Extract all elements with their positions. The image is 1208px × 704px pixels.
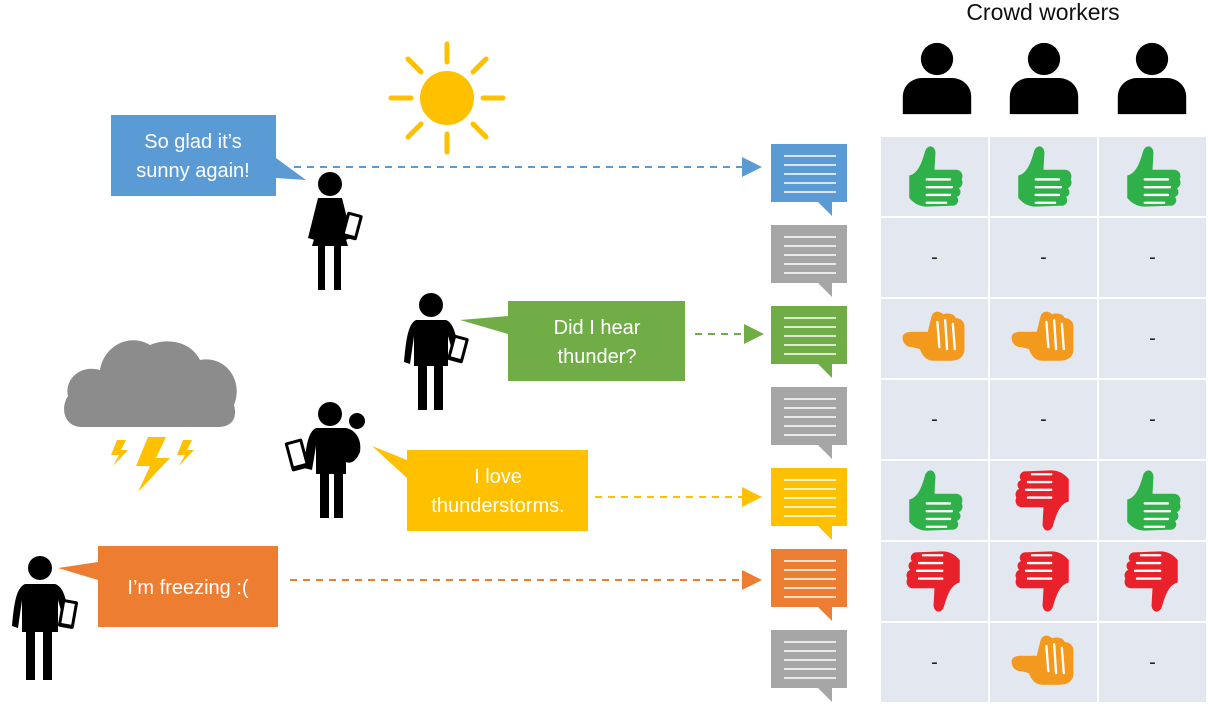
grid-cell xyxy=(990,218,1097,297)
woman-with-phone-icon xyxy=(308,172,363,290)
speech-bubble-sunny: So glad it’s sunny again! xyxy=(111,115,306,196)
worker-3-icon xyxy=(1117,42,1187,115)
speech-bubble-freezing: I’m freezing :( xyxy=(58,546,278,627)
man-with-clipboard-icon xyxy=(12,556,78,680)
grid-cell xyxy=(881,623,988,702)
man-with-phone-icon xyxy=(404,293,469,410)
no-vote-dash: - xyxy=(1149,652,1156,674)
bubble-sunny-line1: So glad it’s xyxy=(144,131,241,153)
grid-cell xyxy=(1099,299,1206,378)
crowd-workers-title: Crowd workers xyxy=(966,0,1119,25)
message-icon xyxy=(771,144,847,216)
no-vote-dash: - xyxy=(931,652,938,674)
grid-cell xyxy=(881,218,988,297)
cloud-icon xyxy=(64,340,237,427)
grid-cell xyxy=(1099,218,1206,297)
parent-with-child-icon xyxy=(284,402,365,518)
worker-2-icon xyxy=(1009,42,1079,115)
bubble-freezing-line1: I’m freezing :( xyxy=(127,577,248,599)
message-icon xyxy=(771,630,847,702)
grid-cell xyxy=(990,380,1097,459)
bubble-storm-line1: I love xyxy=(474,466,522,488)
message-icon xyxy=(771,468,847,540)
bubble-sunny-line2: sunny again! xyxy=(136,160,249,182)
no-vote-dash: - xyxy=(1149,247,1156,269)
bubble-thunder-line1: Did I hear xyxy=(554,317,641,339)
bubble-thunder-line2: thunder? xyxy=(558,346,637,368)
message-column xyxy=(771,144,847,702)
message-icon xyxy=(771,387,847,459)
bubble-storm-line2: thunderstorms. xyxy=(431,495,564,517)
lightning-icon xyxy=(111,437,194,492)
no-vote-dash: - xyxy=(1149,409,1156,431)
grid-cell xyxy=(881,380,988,459)
no-vote-dash: - xyxy=(1149,328,1156,350)
sun-icon xyxy=(388,41,506,155)
no-vote-dash: - xyxy=(1040,409,1047,431)
grid-cell xyxy=(1099,380,1206,459)
no-vote-dash: - xyxy=(931,409,938,431)
worker-1-icon xyxy=(902,42,972,115)
no-vote-dash: - xyxy=(931,247,938,269)
speech-bubble-thunder: Did I hear thunder? xyxy=(460,301,685,381)
speech-bubble-storm: I love thunderstorms. xyxy=(372,446,588,531)
grid-cell xyxy=(1099,623,1206,702)
annotation-grid: - - - - - - - - - xyxy=(881,137,1206,702)
message-icon xyxy=(771,306,847,378)
message-icon xyxy=(771,549,847,621)
message-icon xyxy=(771,225,847,297)
no-vote-dash: - xyxy=(1040,247,1047,269)
